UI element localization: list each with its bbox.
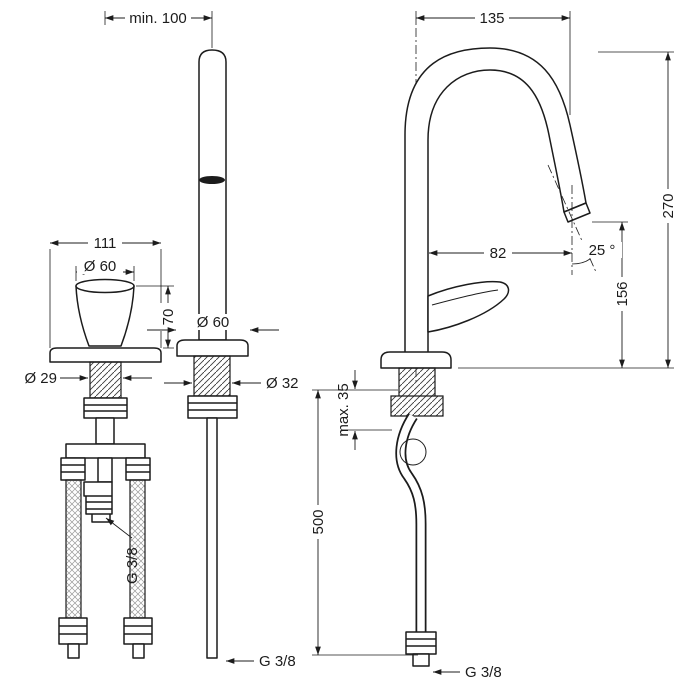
- angle-arc: [571, 258, 591, 265]
- dim-label-angle-25: 25 °: [589, 242, 616, 259]
- dim-dia32: Ø 32: [164, 375, 299, 392]
- thread-left-leader: [105, 517, 133, 539]
- handle-threaded-shank: [89, 361, 122, 399]
- dim-270-ext: [458, 51, 674, 369]
- hose-end-tips: [67, 643, 145, 659]
- hose-top-nuts: [60, 457, 151, 481]
- side-hose-nut: [405, 631, 437, 655]
- front-view-handle-unit: [49, 278, 162, 659]
- dim-angle-25: 25 °: [547, 164, 622, 275]
- waste-drop-tube: [97, 457, 113, 483]
- dim-label-270: 270: [660, 193, 677, 218]
- dim-dia60-handle-ext: [75, 266, 135, 281]
- spout-base-flange: [176, 339, 249, 357]
- dim-label-dia29: Ø 29: [24, 370, 57, 387]
- dim-dia29: Ø 29: [24, 370, 152, 387]
- dim-111: 111: [49, 235, 162, 348]
- thread-left-text: G 3/8: [124, 547, 141, 584]
- handle-mounting-nut: [83, 397, 128, 419]
- side-hose-inner: [397, 413, 425, 632]
- dim-dia60-spout: Ø 60: [147, 314, 279, 333]
- dimensions: min. 100 135 270 156 82: [24, 10, 677, 681]
- dim-70: 70: [136, 285, 177, 349]
- spout-threaded-shank: [193, 355, 231, 397]
- dim-max35-ext: [312, 389, 398, 431]
- handle-top-cap: [75, 278, 135, 294]
- dim-500: 500: [310, 390, 418, 656]
- thread-right-text: G 3/8: [465, 664, 502, 681]
- side-view-faucet: [380, 28, 591, 667]
- side-mounting-hardware: [390, 367, 444, 417]
- spout-outlet-aerator: [563, 202, 591, 223]
- lever-handle-detail: [431, 289, 499, 306]
- dim-min-100: min. 100: [104, 10, 213, 48]
- aerator-band: [199, 176, 225, 184]
- front-view-spout-unit: [176, 49, 249, 659]
- side-hose-tip: [412, 653, 430, 667]
- check-valve-loop: [399, 438, 427, 466]
- dim-label-135: 135: [479, 10, 504, 27]
- thread-label-left: G 3/8: [105, 517, 141, 584]
- supply-manifold: [65, 443, 146, 459]
- dim-label-500: 500: [310, 509, 327, 534]
- dim-label-max35: max. 35: [335, 383, 352, 436]
- side-base-plate: [380, 351, 452, 369]
- dim-label-dia32: Ø 32: [266, 375, 299, 392]
- dim-111-ext: [49, 249, 162, 348]
- hose-bottom-nuts: [58, 617, 153, 645]
- dim-label-min-100: min. 100: [129, 10, 187, 27]
- dim-82: 82: [429, 245, 572, 262]
- dim-135: 135: [415, 10, 571, 115]
- waste-elbow: [83, 481, 113, 523]
- spout-mounting-nut: [187, 395, 238, 419]
- dim-dia60-handle: Ø 60: [75, 258, 135, 281]
- lever-handle: [427, 280, 510, 333]
- dim-label-dia60-handle: Ø 60: [84, 258, 117, 275]
- dim-label-156: 156: [614, 281, 631, 306]
- dim-label-70: 70: [160, 309, 177, 326]
- spout-supply-pipe: [206, 417, 218, 659]
- dim-label-dia60-spout: Ø 60: [197, 314, 230, 331]
- handle-body: [75, 285, 135, 347]
- dim-max35: max. 35: [312, 370, 398, 450]
- thread-label-middle: G 3/8: [226, 653, 296, 670]
- dim-label-111: 111: [94, 235, 117, 252]
- handle-tee-stem: [95, 417, 115, 445]
- dim-label-82: 82: [490, 245, 507, 262]
- thread-middle-text: G 3/8: [259, 653, 296, 670]
- handle-base-plate: [49, 347, 162, 363]
- thread-label-right: G 3/8: [433, 664, 502, 681]
- spout-column: [198, 49, 227, 341]
- dim-270: 270: [458, 51, 677, 369]
